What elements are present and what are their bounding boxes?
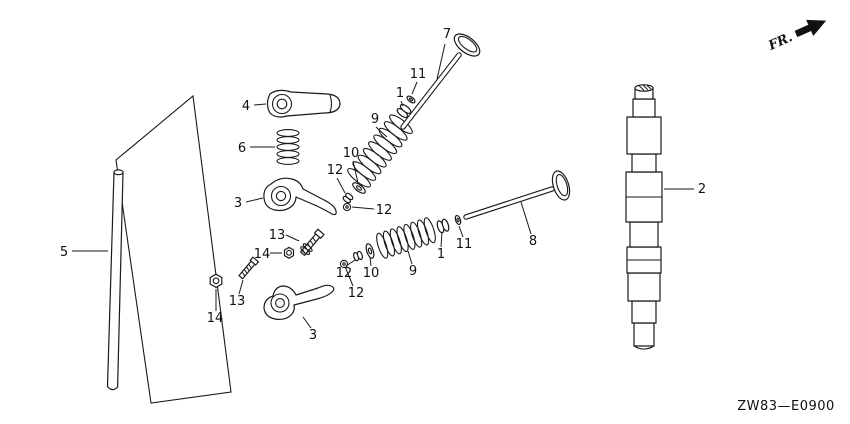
leader-line [345, 268, 354, 287]
part-clip-upper-drawing [342, 202, 352, 212]
diagram-code: ZW83—E0900 [737, 399, 835, 414]
part-spring-retainer-lower-drawing [436, 218, 450, 234]
callout-5[interactable]: 5 [60, 245, 108, 260]
part-camshaft-drawing [625, 84, 663, 350]
callout-14-upper[interactable]: 14 [254, 247, 282, 262]
callout-label[interactable]: 12 [348, 286, 365, 301]
callout-9-lower[interactable]: 9 [407, 250, 417, 279]
callout-label[interactable]: 13 [229, 294, 246, 309]
callout-label[interactable]: 4 [242, 99, 250, 114]
callout-label[interactable]: 1 [396, 86, 404, 101]
callout-13-lower[interactable]: 13 [229, 279, 246, 309]
leader-line [458, 225, 464, 238]
part-adjusting-screw-upper-drawing [299, 228, 325, 256]
callout-14-lower[interactable]: 14 [207, 289, 224, 326]
callout-label[interactable]: 9 [371, 112, 379, 127]
leader-line [375, 126, 388, 138]
part-valve-exhaust-drawing [463, 170, 571, 220]
callout-label[interactable]: 7 [443, 27, 451, 42]
part-valve-keeper-lower-drawing [454, 214, 462, 226]
callout-4[interactable]: 4 [242, 99, 267, 114]
part-valve-seal-lower-drawing [353, 250, 363, 262]
part-pushrod-drawing [106, 169, 124, 391]
callout-label[interactable]: 11 [456, 237, 473, 252]
part-valve-seal-upper-drawing [342, 192, 354, 204]
leader-line [345, 259, 356, 267]
callout-label[interactable]: 9 [409, 264, 417, 279]
callout-label[interactable]: 14 [207, 311, 224, 326]
callout-label[interactable]: 14 [254, 247, 271, 262]
callout-label[interactable]: 3 [309, 328, 317, 343]
leader-line [285, 234, 300, 242]
part-pivot-spring-drawing [276, 129, 300, 165]
callout-label[interactable]: 10 [363, 266, 380, 281]
callout-label[interactable]: 12 [327, 163, 344, 178]
callout-label[interactable]: 10 [343, 146, 360, 161]
leader-line [520, 201, 532, 235]
leader-line [245, 197, 264, 203]
callout-12-upper-clip[interactable]: 12 [351, 203, 393, 218]
part-rocker-arm-lower-drawing [263, 284, 335, 321]
callout-label[interactable]: 3 [234, 196, 242, 211]
part-valve-spring-lower-drawing [376, 217, 436, 259]
leader-line [440, 231, 443, 248]
callout-1-upper[interactable]: 1 [396, 86, 404, 107]
leader-line [436, 43, 446, 80]
part-valve-spring-upper-drawing [347, 114, 413, 188]
leader-line [238, 279, 244, 295]
callout-2[interactable]: 2 [664, 182, 706, 197]
callout-label[interactable]: 12 [376, 203, 393, 218]
callout-12-lower-seal[interactable]: 12 [336, 259, 356, 281]
leader-line [411, 81, 418, 95]
callout-label[interactable]: 5 [60, 245, 68, 260]
callouts: 7 11 1 9 10 12 4 6 [60, 27, 706, 343]
leader-line [352, 160, 359, 184]
part-spring-retainer-upper-drawing [396, 103, 412, 119]
callout-11-upper[interactable]: 11 [410, 67, 427, 95]
callout-label[interactable]: 6 [238, 141, 246, 156]
callout-8[interactable]: 8 [520, 201, 537, 249]
leader-line [253, 103, 267, 106]
callout-label[interactable]: 1 [437, 247, 445, 262]
part-locknut-upper-drawing [283, 246, 295, 259]
part-clip-lower-drawing [339, 259, 349, 269]
leader-line [400, 100, 404, 107]
callout-9-upper[interactable]: 9 [371, 112, 388, 138]
part-adjusting-screw-lower-drawing [238, 256, 259, 280]
callout-7[interactable]: 7 [436, 27, 451, 80]
leader-line [336, 177, 346, 194]
part-rocker-pivot-drawing [266, 89, 341, 118]
callout-10-upper[interactable]: 10 [343, 146, 360, 184]
leader-line [369, 256, 372, 267]
part-valve-intake-drawing [400, 33, 481, 130]
callout-label[interactable]: 12 [336, 266, 353, 281]
fr-arrow-icon [794, 19, 827, 38]
shaft-end-hatch-marks [638, 84, 652, 91]
callout-6[interactable]: 6 [238, 141, 275, 156]
callout-1-lower[interactable]: 1 [437, 231, 445, 262]
callout-11-lower[interactable]: 11 [456, 225, 473, 252]
callout-10-lower[interactable]: 10 [363, 256, 380, 281]
callout-label[interactable]: 8 [529, 234, 537, 249]
callout-label[interactable]: 11 [410, 67, 427, 82]
leader-line [351, 206, 375, 210]
callout-label[interactable]: 2 [698, 182, 706, 197]
mounting-plane-outline [115, 94, 232, 404]
callout-12-upper-seal[interactable]: 12 [327, 163, 346, 194]
leader-line [407, 250, 413, 265]
callout-3-upper[interactable]: 3 [234, 196, 264, 211]
part-valve-keeper-upper-drawing [406, 95, 416, 104]
callout-label[interactable]: 13 [269, 228, 286, 243]
part-spring-seat-lower-drawing [365, 243, 375, 259]
callout-3-lower[interactable]: 3 [302, 316, 317, 343]
fr-label: FR. [765, 30, 794, 54]
callout-12-lower-clip[interactable]: 12 [345, 268, 365, 301]
part-spring-seat-upper-drawing [352, 182, 366, 194]
callout-13-upper[interactable]: 13 [269, 228, 300, 243]
part-rocker-arm-upper-drawing [263, 177, 337, 216]
part-locknut-lower-drawing [209, 273, 223, 288]
leader-line [302, 316, 312, 329]
fr-direction-indicator: FR. [765, 19, 827, 54]
